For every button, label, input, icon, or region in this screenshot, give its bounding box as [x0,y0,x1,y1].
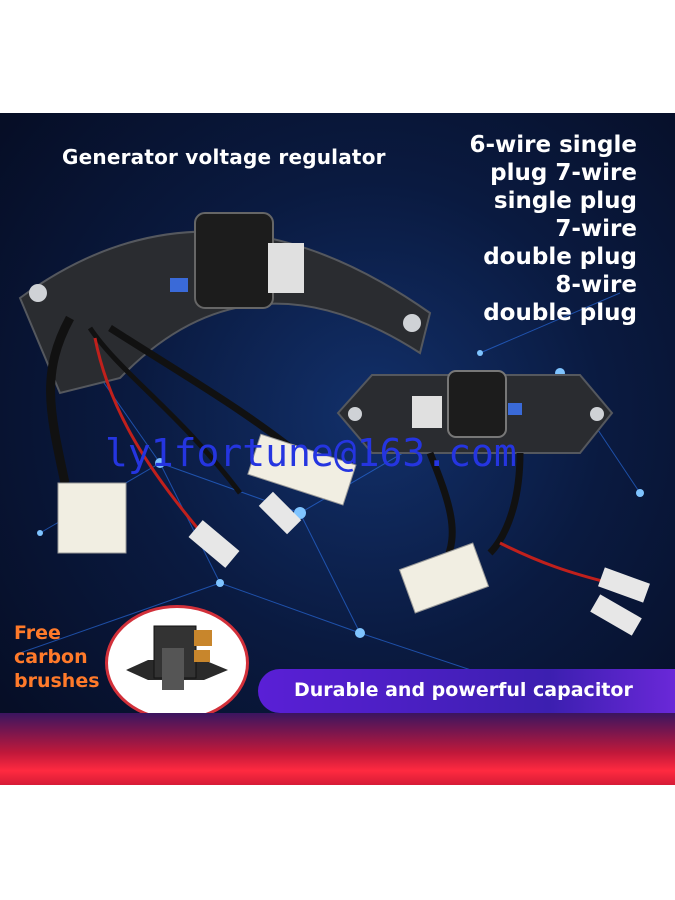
rectangular-regulator [336,370,650,636]
variant-line: 7-wire [555,216,637,242]
free-label-line: carbon [14,646,88,668]
variant-line: 8-wire [555,272,637,298]
wire-variants: 6-wire single plug 7-wire single plug 7-… [469,131,637,327]
watermark-email: ly1fortune@163.com [105,431,517,475]
carbon-brush-image [126,625,228,690]
variant-line: plug 7-wire [490,160,637,186]
free-label-line: Free [14,622,61,644]
free-label-line: brushes [14,670,100,692]
variant-line: 6-wire single [469,132,637,158]
free-carbon-brushes-label: Free carbon brushes [14,621,100,693]
bottom-glow [0,713,675,785]
network-background [18,212,650,674]
product-title: Generator voltage regulator [62,145,386,169]
product-banner: Generator voltage regulator 6-wire singl… [0,113,675,785]
capacitor-caption: Durable and powerful capacitor [294,679,633,701]
variant-line: double plug [483,300,637,326]
variant-line: single plug [493,188,637,214]
carbon-brush-inset [105,605,249,721]
curved-regulator [18,212,432,568]
variant-line: double plug [483,244,637,270]
capacitor-caption-bar: Durable and powerful capacitor [258,669,675,713]
